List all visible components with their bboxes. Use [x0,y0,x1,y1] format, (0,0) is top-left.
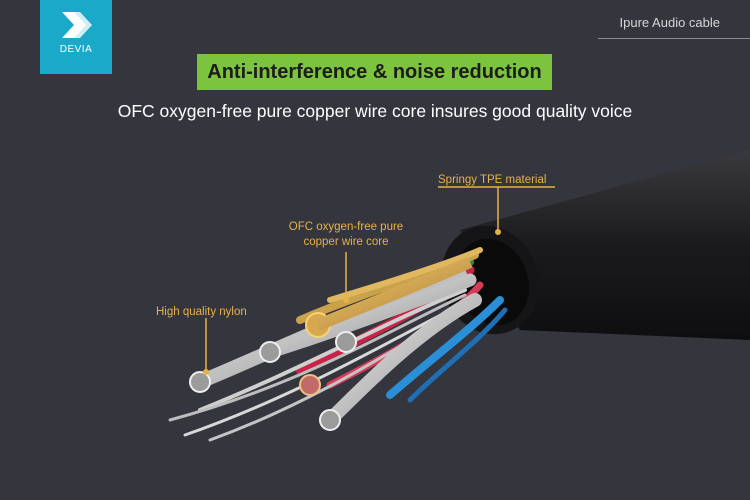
callout-ofc-line1: OFC oxygen-free pure [288,221,404,233]
product-title: Ipure Audio cable [619,15,720,30]
callout-nylon: High quality nylon [156,306,247,318]
callout-tpe: Springy TPE material [438,174,547,186]
brand-name: DEVIA [59,44,93,55]
callout-ofc: OFC oxygen-free pure copper wire core [276,220,416,250]
header-divider [598,38,750,39]
devia-mark-icon [62,12,92,38]
headline-banner: Anti-interference & noise reduction [197,54,552,90]
callout-lines [205,186,555,372]
devia-logo: DEVIA [40,0,112,74]
strand-ends [189,256,473,431]
callout-ofc-line2: copper wire core [303,236,389,248]
callout-dots [203,229,501,375]
subheadline: OFC oxygen-free pure copper wire core in… [117,101,633,121]
